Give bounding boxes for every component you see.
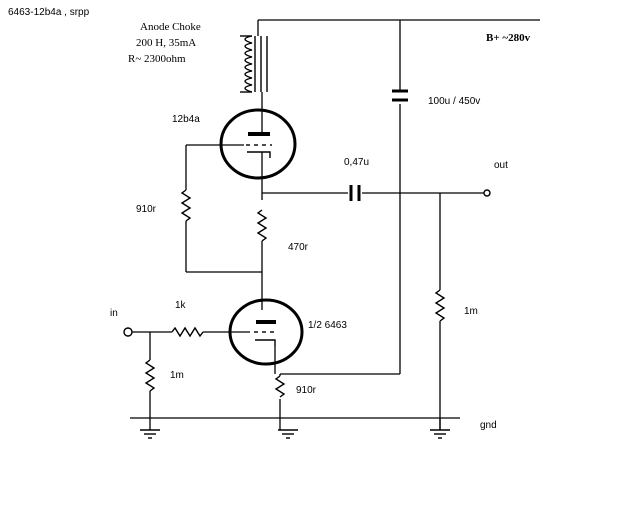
upper-tube — [219, 108, 297, 200]
feedback-path — [180, 144, 262, 273]
supply-capacitor — [392, 89, 408, 102]
input-path — [123, 326, 250, 430]
output-terminal — [483, 189, 491, 197]
r-cathode-label: 910r — [296, 385, 317, 396]
mid-resistor — [256, 209, 268, 310]
choke-resistance: R~ 2300ohm — [128, 53, 186, 65]
ground-label: gnd — [480, 420, 497, 431]
lower-tube — [228, 298, 304, 374]
b-plus-rail — [257, 19, 540, 375]
ground-symbol-3 — [430, 429, 450, 439]
cathode-resistor — [274, 374, 286, 430]
output-label: out — [494, 160, 508, 171]
ground-rail — [130, 417, 460, 430]
c-supply-label: 100u / 450v — [428, 96, 480, 107]
r-grid-leak-label: 1m — [170, 370, 184, 381]
r-out-label: 1m — [464, 306, 478, 317]
choke-spec: 200 H, 35mA — [136, 37, 196, 49]
r-feedback-label: 910r — [136, 204, 157, 215]
anode-choke — [240, 35, 268, 112]
choke-name: Anode Choke — [140, 21, 201, 33]
r-mid-label: 470r — [288, 242, 309, 253]
supply-label: B+ ~280v — [486, 32, 531, 44]
c-out-label: 0,47u — [344, 157, 369, 168]
upper-tube-label: 12b4a — [172, 114, 200, 125]
input-label: in — [110, 308, 118, 319]
ground-symbol-2 — [278, 429, 298, 439]
title: 6463-12b4a , srpp — [8, 7, 90, 18]
output-path — [262, 185, 491, 430]
ground-symbol-1 — [140, 429, 160, 439]
input-terminal — [123, 327, 133, 337]
lower-tube-label: 1/2 6463 — [308, 320, 347, 331]
r-grid-in-label: 1k — [175, 300, 187, 311]
